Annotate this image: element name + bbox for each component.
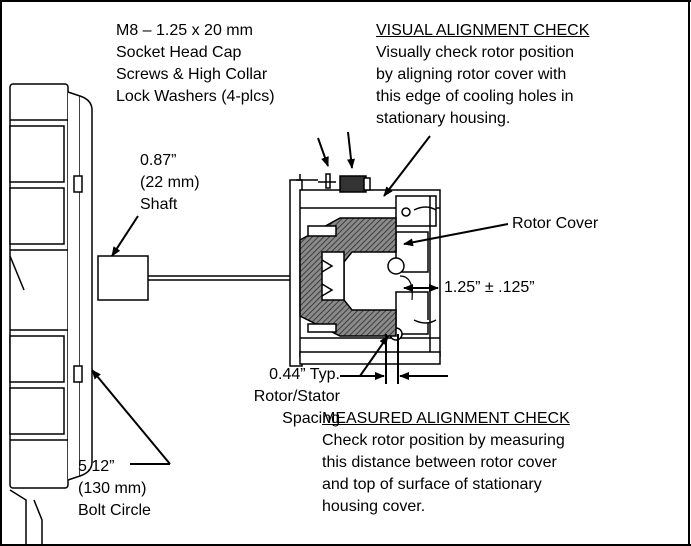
screws-callout-line: Lock Washers (4-plcs) <box>116 88 275 105</box>
screws-callout-line: Screws & High Collar <box>116 66 268 83</box>
measured-check-line: Check rotor position by measuring <box>322 432 565 449</box>
bolt-circle-callout-line: 5.12” <box>78 458 115 475</box>
spacing-callout-line: Spacing <box>282 410 340 427</box>
spacing-callout-line: 0.44” Typ. <box>269 366 340 383</box>
visual-alignment-check: VISUAL ALIGNMENT CHECK Visually check ro… <box>376 20 589 130</box>
distance-label: 1.25” ± .125” <box>444 279 535 296</box>
measured-alignment-check: MEASURED ALIGNMENT CHECK Check rotor pos… <box>322 408 570 518</box>
motor-body <box>9 83 93 546</box>
bolt-circle-callout: 5.12” (130 mm) Bolt Circle <box>78 456 151 522</box>
bolt-circle-callout-line: Bolt Circle <box>78 502 151 519</box>
screw-assembly <box>318 173 371 193</box>
measured-check-line: this distance between rotor cover <box>322 454 557 471</box>
rotor-hatched <box>299 217 397 337</box>
visual-check-title: VISUAL ALIGNMENT CHECK <box>376 22 590 39</box>
shaft-callout-line: 0.87” <box>140 152 177 169</box>
visual-check-line: Visually check rotor position <box>376 44 575 61</box>
screws-callout: M8 – 1.25 x 20 mm Socket Head Cap Screws… <box>116 20 275 108</box>
measured-check-line: housing cover. <box>322 498 426 515</box>
measured-check-title: MEASURED ALIGNMENT CHECK <box>322 410 570 427</box>
screws-callout-line: M8 – 1.25 x 20 mm <box>116 22 253 39</box>
visual-check-line: by aligning rotor cover with <box>376 66 567 83</box>
measured-check-line: and top of surface of stationary <box>322 476 542 493</box>
shaft-callout-line: (22 mm) <box>140 174 200 191</box>
spacing-callout-line: Rotor/Stator <box>253 388 340 405</box>
dimension-0-44 <box>340 334 448 384</box>
shaft-callout-line: Shaft <box>140 196 178 213</box>
shaft-callout: 0.87” (22 mm) Shaft <box>140 150 200 216</box>
screws-callout-line: Socket Head Cap <box>116 44 242 61</box>
visual-check-line: stationary housing. <box>376 110 511 127</box>
visual-check-line: this edge of cooling holes in <box>376 88 574 105</box>
leader-lines <box>91 131 509 465</box>
bolt-circle-callout-line: (130 mm) <box>78 480 147 497</box>
spacing-callout: 0.44” Typ. Rotor/Stator Spacing <box>200 364 340 430</box>
rotor-cover-label: Rotor Cover <box>512 215 599 232</box>
